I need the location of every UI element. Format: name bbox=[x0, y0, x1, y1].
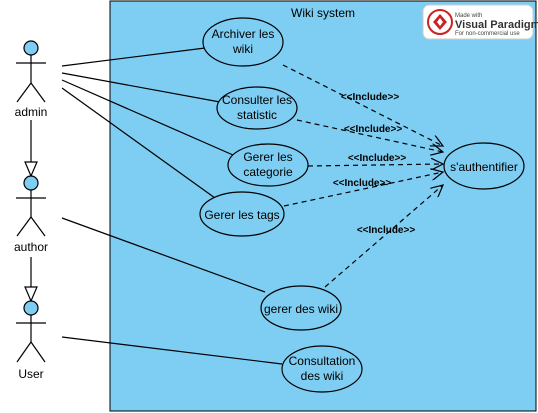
include-archiver-auth bbox=[282, 64, 443, 146]
generalization-arrow-user bbox=[24, 286, 38, 303]
include-consulter-auth bbox=[296, 119, 443, 152]
use-case-gerer-wiki[interactable]: gerer des wiki bbox=[260, 285, 342, 331]
system-title: Wiki system bbox=[291, 6, 355, 20]
include-wiki-auth bbox=[324, 185, 443, 288]
associations bbox=[61, 47, 283, 365]
actor-author-label: author bbox=[14, 240, 48, 254]
generalization-arrow-author bbox=[24, 161, 38, 178]
use-case-gerer-tags-label: Gerer les tags bbox=[204, 208, 279, 222]
use-case-gerer-wiki-label: gerer des wiki bbox=[264, 302, 338, 316]
association-admin-archiver bbox=[61, 47, 206, 67]
include-categorie-auth bbox=[307, 164, 443, 166]
include-label-4: <<Include>> bbox=[333, 178, 392, 189]
use-case-consultation-line1: Consultation bbox=[289, 354, 356, 368]
watermark-brand: Visual Paradigm bbox=[455, 19, 538, 31]
actor-author[interactable] bbox=[16, 175, 46, 237]
use-case-gerer-cat-line2: categorie bbox=[243, 165, 293, 179]
use-case-auth-label: s'authentifier bbox=[450, 160, 518, 174]
use-case-archiver-line1: Archiver les bbox=[212, 27, 275, 41]
association-admin-consulter bbox=[61, 72, 221, 103]
association-admin-gerer-tags bbox=[61, 87, 216, 199]
include-label-5: <<Include>> bbox=[357, 225, 416, 236]
use-case-authentifier[interactable]: s'authentifier bbox=[443, 142, 525, 190]
include-labels: <<Include>> <<Include>> <<Include>> <<In… bbox=[333, 92, 416, 236]
use-case-gerer-categorie[interactable]: Gerer les categorie bbox=[227, 143, 309, 187]
use-case-consultation-wiki[interactable]: Consultation des wiki bbox=[281, 345, 363, 393]
include-label-1: <<Include>> bbox=[341, 92, 400, 103]
visual-paradigm-watermark: Made with Visual Paradigm For non-commer… bbox=[422, 4, 538, 40]
actor-user-label: User bbox=[18, 367, 43, 381]
include-relations bbox=[282, 64, 443, 288]
system-boundary bbox=[109, 0, 537, 412]
include-label-2: <<Include>> bbox=[344, 124, 403, 135]
watermark-license: For non-commercial use bbox=[455, 31, 520, 37]
use-case-archiver-wiki[interactable]: Archiver les wiki bbox=[202, 17, 284, 67]
use-case-consultation-line2: des wiki bbox=[301, 369, 344, 383]
include-label-3: <<Include>> bbox=[348, 153, 407, 164]
actor-admin-label: admin bbox=[15, 105, 48, 119]
use-case-gerer-tags[interactable]: Gerer les tags bbox=[199, 191, 285, 237]
include-tags-auth bbox=[283, 172, 443, 207]
use-case-consulter-line2: statistic bbox=[237, 108, 277, 122]
actor-user-head bbox=[23, 300, 39, 316]
generalizations bbox=[24, 120, 38, 303]
actor-user[interactable] bbox=[16, 300, 46, 363]
watermark-made-with: Made with bbox=[455, 13, 482, 19]
actor-admin[interactable] bbox=[16, 40, 46, 103]
use-case-consulter-statistic[interactable]: Consulter les statistic bbox=[216, 86, 298, 130]
association-admin-gerer-categorie bbox=[61, 79, 234, 156]
association-user-consultation bbox=[61, 336, 283, 365]
use-case-archiver-line2: wiki bbox=[232, 42, 253, 56]
actor-admin-head bbox=[23, 40, 39, 56]
use-case-gerer-cat-line1: Gerer les bbox=[243, 150, 292, 164]
actor-author-head bbox=[23, 175, 39, 191]
association-author-gerer-wiki bbox=[61, 217, 266, 293]
use-case-consulter-line1: Consulter les bbox=[222, 93, 292, 107]
